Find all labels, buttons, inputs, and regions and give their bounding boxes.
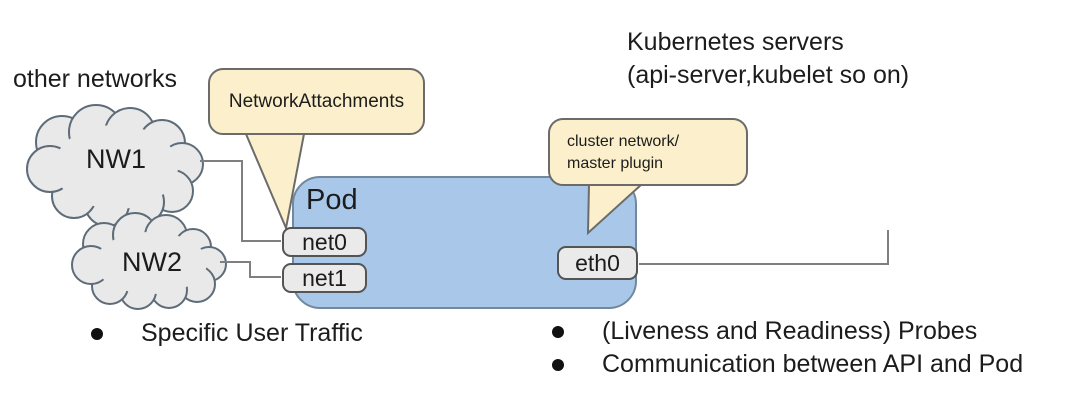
other-networks-label: other networks <box>13 65 177 93</box>
callout-cluster-network-line1: cluster network/ <box>567 133 680 150</box>
interface-eth0: eth0 <box>557 246 638 280</box>
bullet-text: (Liveness and Readiness) Probes <box>602 317 978 345</box>
interface-net1: net1 <box>282 263 367 293</box>
bullet-communication-api-pod: Communication between API and Pod <box>552 350 1023 379</box>
connector-eth0-kubernetes <box>639 230 889 265</box>
kubernetes-servers-line1: Kubernetes servers <box>627 28 844 56</box>
connector-nw2-net1 <box>220 261 281 278</box>
cloud-icon-nw1 <box>26 104 204 227</box>
callout-tail-cluster-network <box>586 183 645 236</box>
callout-network-attachments: NetworkAttachments <box>208 68 425 135</box>
callout-tail-network-attachments <box>244 133 306 232</box>
callout-network-attachments-text: NetworkAttachments <box>228 90 405 112</box>
callout-cluster-network-line2: master plugin <box>567 155 664 172</box>
bullet-icon <box>91 327 103 340</box>
cloud-icon-nw2 <box>71 212 227 310</box>
bullet-text: Communication between API and Pod <box>602 350 1024 378</box>
bullet-text: Specific User Traffic <box>141 319 363 347</box>
bullet-probes: (Liveness and Readiness) Probes <box>552 317 977 346</box>
connector-nw1-net0 <box>200 160 281 242</box>
bullet-icon <box>552 325 564 338</box>
callout-cluster-network: cluster network/ master plugin <box>548 118 748 186</box>
cloud-label-nw1: NW1 <box>86 144 146 174</box>
kubernetes-servers-line2: (api-server,kubelet so on) <box>627 61 910 89</box>
interface-net0: net0 <box>282 227 367 257</box>
bullet-specific-user-traffic: Specific User Traffic <box>91 319 363 348</box>
pod-label: Pod <box>306 184 358 216</box>
kubernetes-servers-label: Kubernetes servers (api-server,kubelet s… <box>627 26 909 92</box>
cloud-label-nw2: NW2 <box>122 247 182 277</box>
bullet-icon <box>552 358 564 371</box>
